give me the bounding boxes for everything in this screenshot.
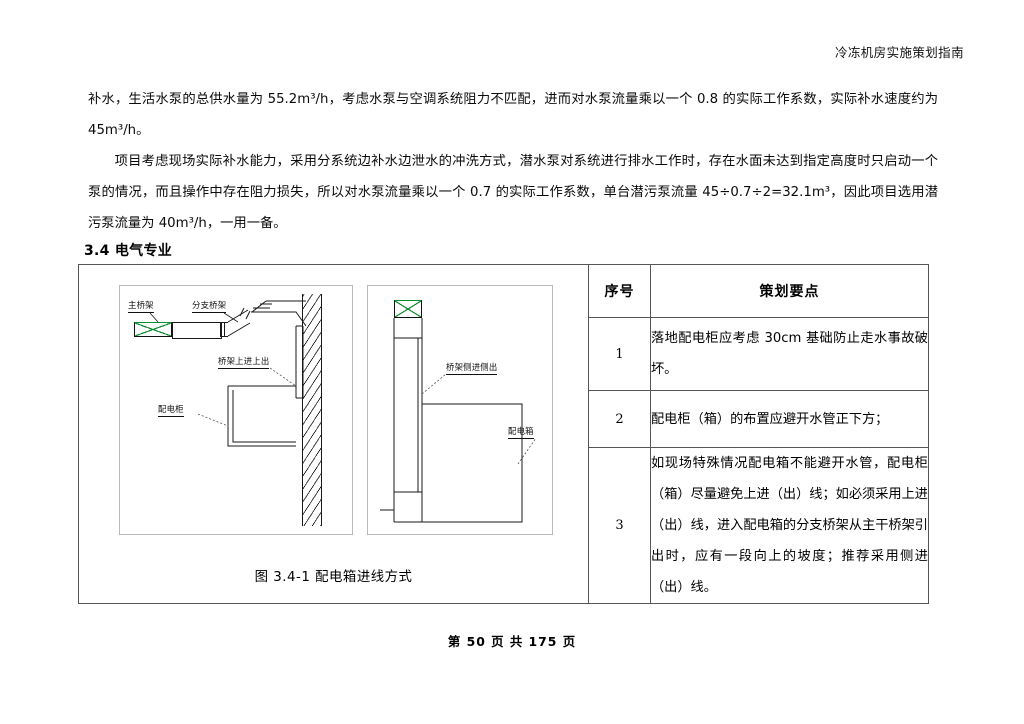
row-no-1: 1 — [588, 317, 651, 391]
label-distribution-cabinet: 配电柜 — [158, 404, 184, 417]
table-header-no: 序号 — [588, 264, 651, 318]
riser-tray-green-section — [394, 300, 422, 318]
main-tray-green-section — [134, 322, 172, 337]
label-main-tray: 主桥架 — [128, 300, 154, 313]
body-text-block: 补水，生活水泵的总供水量为 55.2m³/h，考虑水泵与空调系统阻力不匹配，进而… — [88, 84, 938, 239]
planning-points-table: 主桥架 分支桥架 桥架上进上出 配电柜 — [78, 264, 929, 604]
document-header-title: 冷冻机房实施策划指南 — [834, 45, 964, 60]
table-row: 3 如现场特殊情况配电箱不能避开水管，配电柜（箱）尽量避免上进（出）线；如必须采… — [79, 447, 929, 604]
page-footer: 第 50 页 共 175 页 — [447, 634, 577, 649]
table-row: 1 落地配电柜应考虑 30cm 基础防止走水事故破坏。 — [79, 317, 929, 391]
label-tray-top-entry: 桥架上进上出 — [218, 356, 270, 369]
left-diagram: 主桥架 分支桥架 桥架上进上出 配电柜 — [119, 285, 353, 535]
paragraph-1: 补水，生活水泵的总供水量为 55.2m³/h，考虑水泵与空调系统阻力不匹配，进而… — [88, 92, 938, 138]
table-header-point: 策划要点 — [650, 264, 929, 318]
tray-joint-1 — [220, 322, 221, 337]
label-tray-side-entry: 桥架侧进侧出 — [446, 362, 498, 375]
label-distribution-box: 配电箱 — [508, 426, 534, 439]
row-no-2: 2 — [588, 390, 651, 448]
section-heading-electrical: 3.4 电气专业 — [84, 243, 173, 259]
figure-cell: 主桥架 分支桥架 桥架上进上出 配电柜 — [78, 264, 589, 604]
row-no-3: 3 — [588, 447, 651, 604]
row-point-1: 落地配电柜应考虑 30cm 基础防止走水事故破坏。 — [650, 317, 929, 391]
figure-wrapper: 主桥架 分支桥架 桥架上进上出 配电柜 — [79, 265, 588, 603]
tray-segment-1 — [172, 322, 222, 339]
tray-bottom-edge-2 — [220, 336, 228, 337]
left-diagram-vectors — [149, 300, 307, 447]
paragraph-2: 项目考虑现场实际补水能力，采用分系统边补水边泄水的冲洗方式，潜水泵对系统进行排水… — [88, 154, 938, 231]
wall-hatch — [302, 294, 322, 526]
tray-joint-2 — [224, 322, 225, 337]
row-point-3: 如现场特殊情况配电箱不能避开水管，配电柜（箱）尽量避免上进（出）线；如必须采用上… — [650, 447, 929, 604]
tray-top-edge-2 — [220, 322, 228, 323]
right-diagram-vectors — [380, 318, 537, 523]
row-point-2: 配电柜（箱）的布置应避开水管正下方； — [650, 390, 929, 448]
label-branch-tray: 分支桥架 — [192, 300, 227, 313]
figure-caption: 图 3.4-1 配电箱进线方式 — [254, 570, 413, 585]
table-row: 主桥架 分支桥架 桥架上进上出 配电柜 — [78, 264, 929, 604]
right-diagram: 桥架侧进侧出 配电箱 — [367, 285, 553, 535]
